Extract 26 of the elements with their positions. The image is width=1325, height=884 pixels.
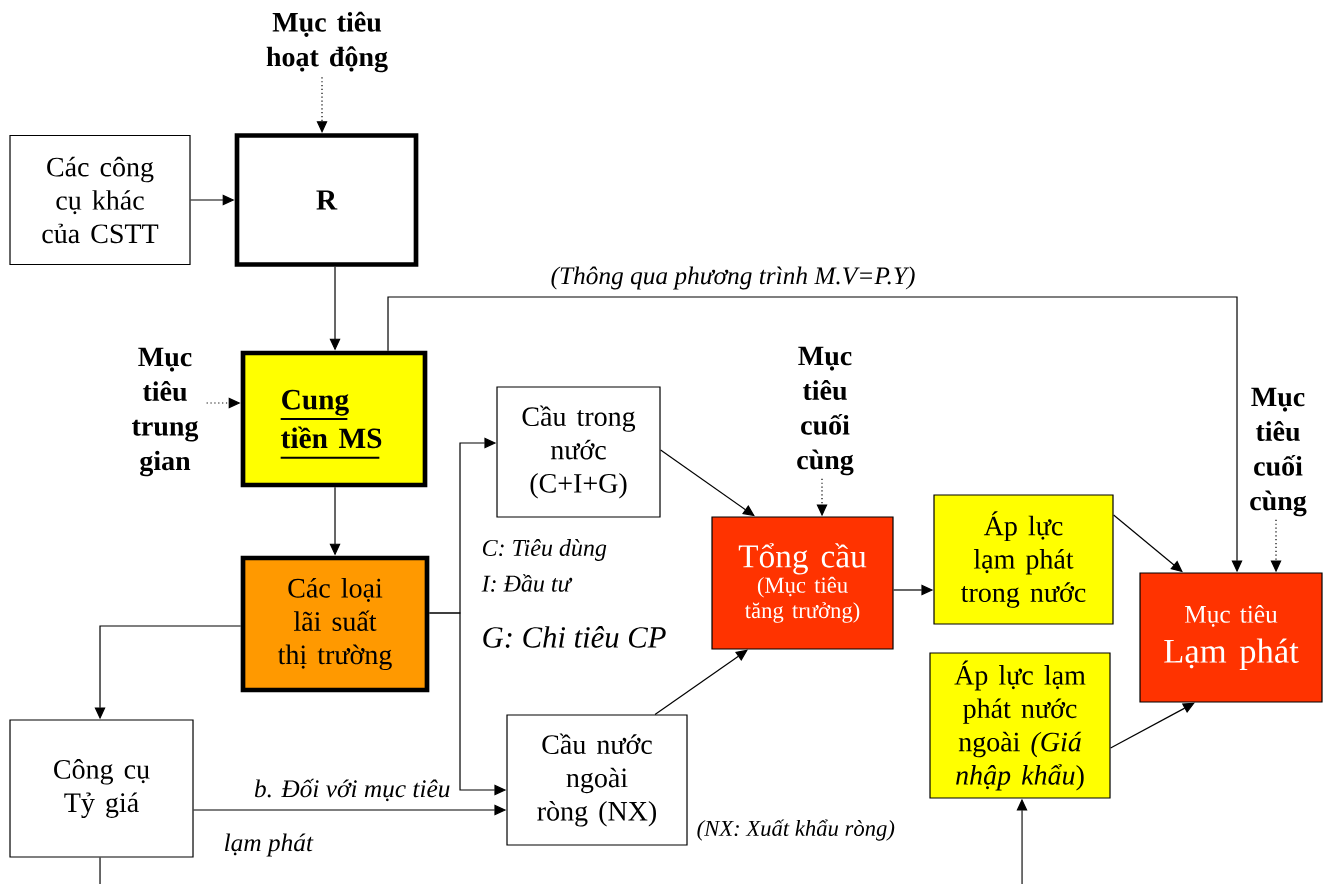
process-box: Các công cụ khác của CSTT [9, 134, 191, 266]
annotation-text: I: Đầu tư [481, 574, 573, 592]
process-box: Tổng cầu (Mục tiêu tăng trưởng) [711, 516, 894, 650]
annotation-text: (NX: Xuất khẩu ròng) [697, 819, 895, 841]
process-box: Công cụ Tỷ giá [9, 719, 194, 858]
annotation-text: lạm phát [224, 833, 314, 857]
process-box: Các loại lãi suất thị trường [240, 555, 430, 693]
edge-label: (Thông qua phương trình M.V=P.Y) [549, 265, 917, 291]
target-label: Mục tiêu cuối cùng [1250, 387, 1307, 517]
target-label: Mục tiêu cuối cùng [797, 346, 854, 476]
process-box: Áp lực lạm phát trong nước [933, 494, 1114, 625]
target-label: Mục tiêu hoạt động [266, 11, 388, 73]
target-label: Mục tiêu trung gian [132, 347, 199, 477]
annotation-text: C: Tiêu dùng [482, 539, 607, 561]
process-box: Áp lực lạm phát nước ngoài (Giá nhập khẩu) [929, 652, 1111, 799]
annotation-text: b. Đối với mục tiêu [254, 778, 450, 802]
process-box: Mục tiêu Lạm phát [1139, 572, 1323, 703]
process-box: Cầu nước ngoài ròng (NX) [506, 714, 688, 846]
arrow [1113, 514, 1183, 573]
process-box: Cung tiền MS [240, 350, 428, 488]
process-box: R [234, 133, 419, 267]
arrow [1110, 702, 1195, 749]
arrow [654, 649, 748, 715]
arrow [660, 449, 755, 517]
process-box: Cầu trong nước (C+I+G) [496, 386, 661, 518]
annotation-text: G: Chi tiêu CP [483, 626, 666, 648]
